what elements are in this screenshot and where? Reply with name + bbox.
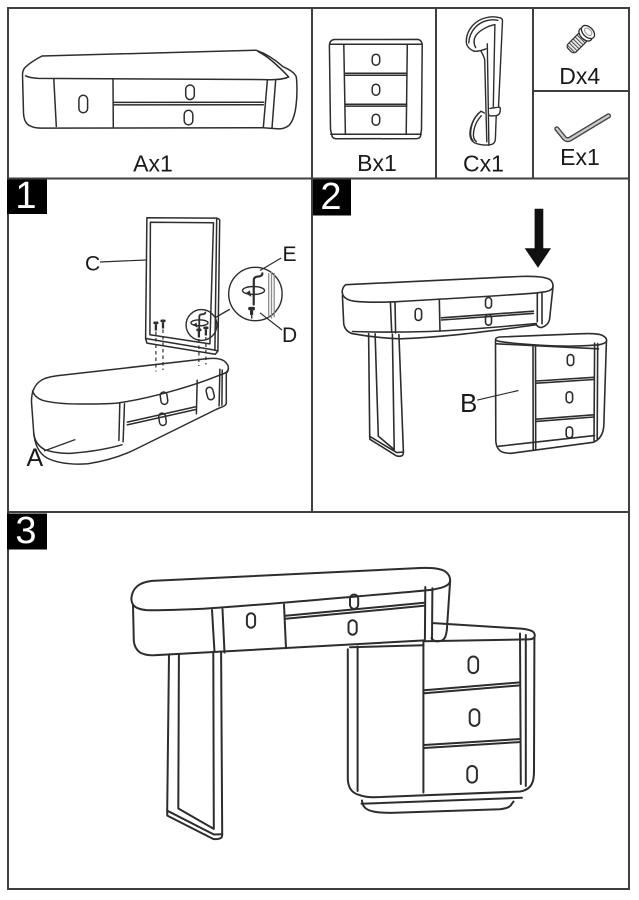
svg-text:Ax1: Ax1 [133, 151, 173, 177]
svg-text:B: B [460, 388, 477, 418]
svg-text:Bx1: Bx1 [357, 150, 397, 176]
svg-text:3: 3 [15, 510, 36, 552]
svg-text:C: C [85, 253, 100, 276]
svg-text:Ex1: Ex1 [560, 144, 600, 170]
svg-text:Cx1: Cx1 [463, 151, 504, 177]
svg-text:E: E [283, 243, 297, 266]
svg-text:A: A [27, 444, 44, 472]
svg-text:D: D [282, 324, 297, 347]
svg-text:1: 1 [15, 175, 36, 217]
svg-text:2: 2 [320, 176, 341, 218]
svg-text:Dx4: Dx4 [559, 63, 600, 89]
